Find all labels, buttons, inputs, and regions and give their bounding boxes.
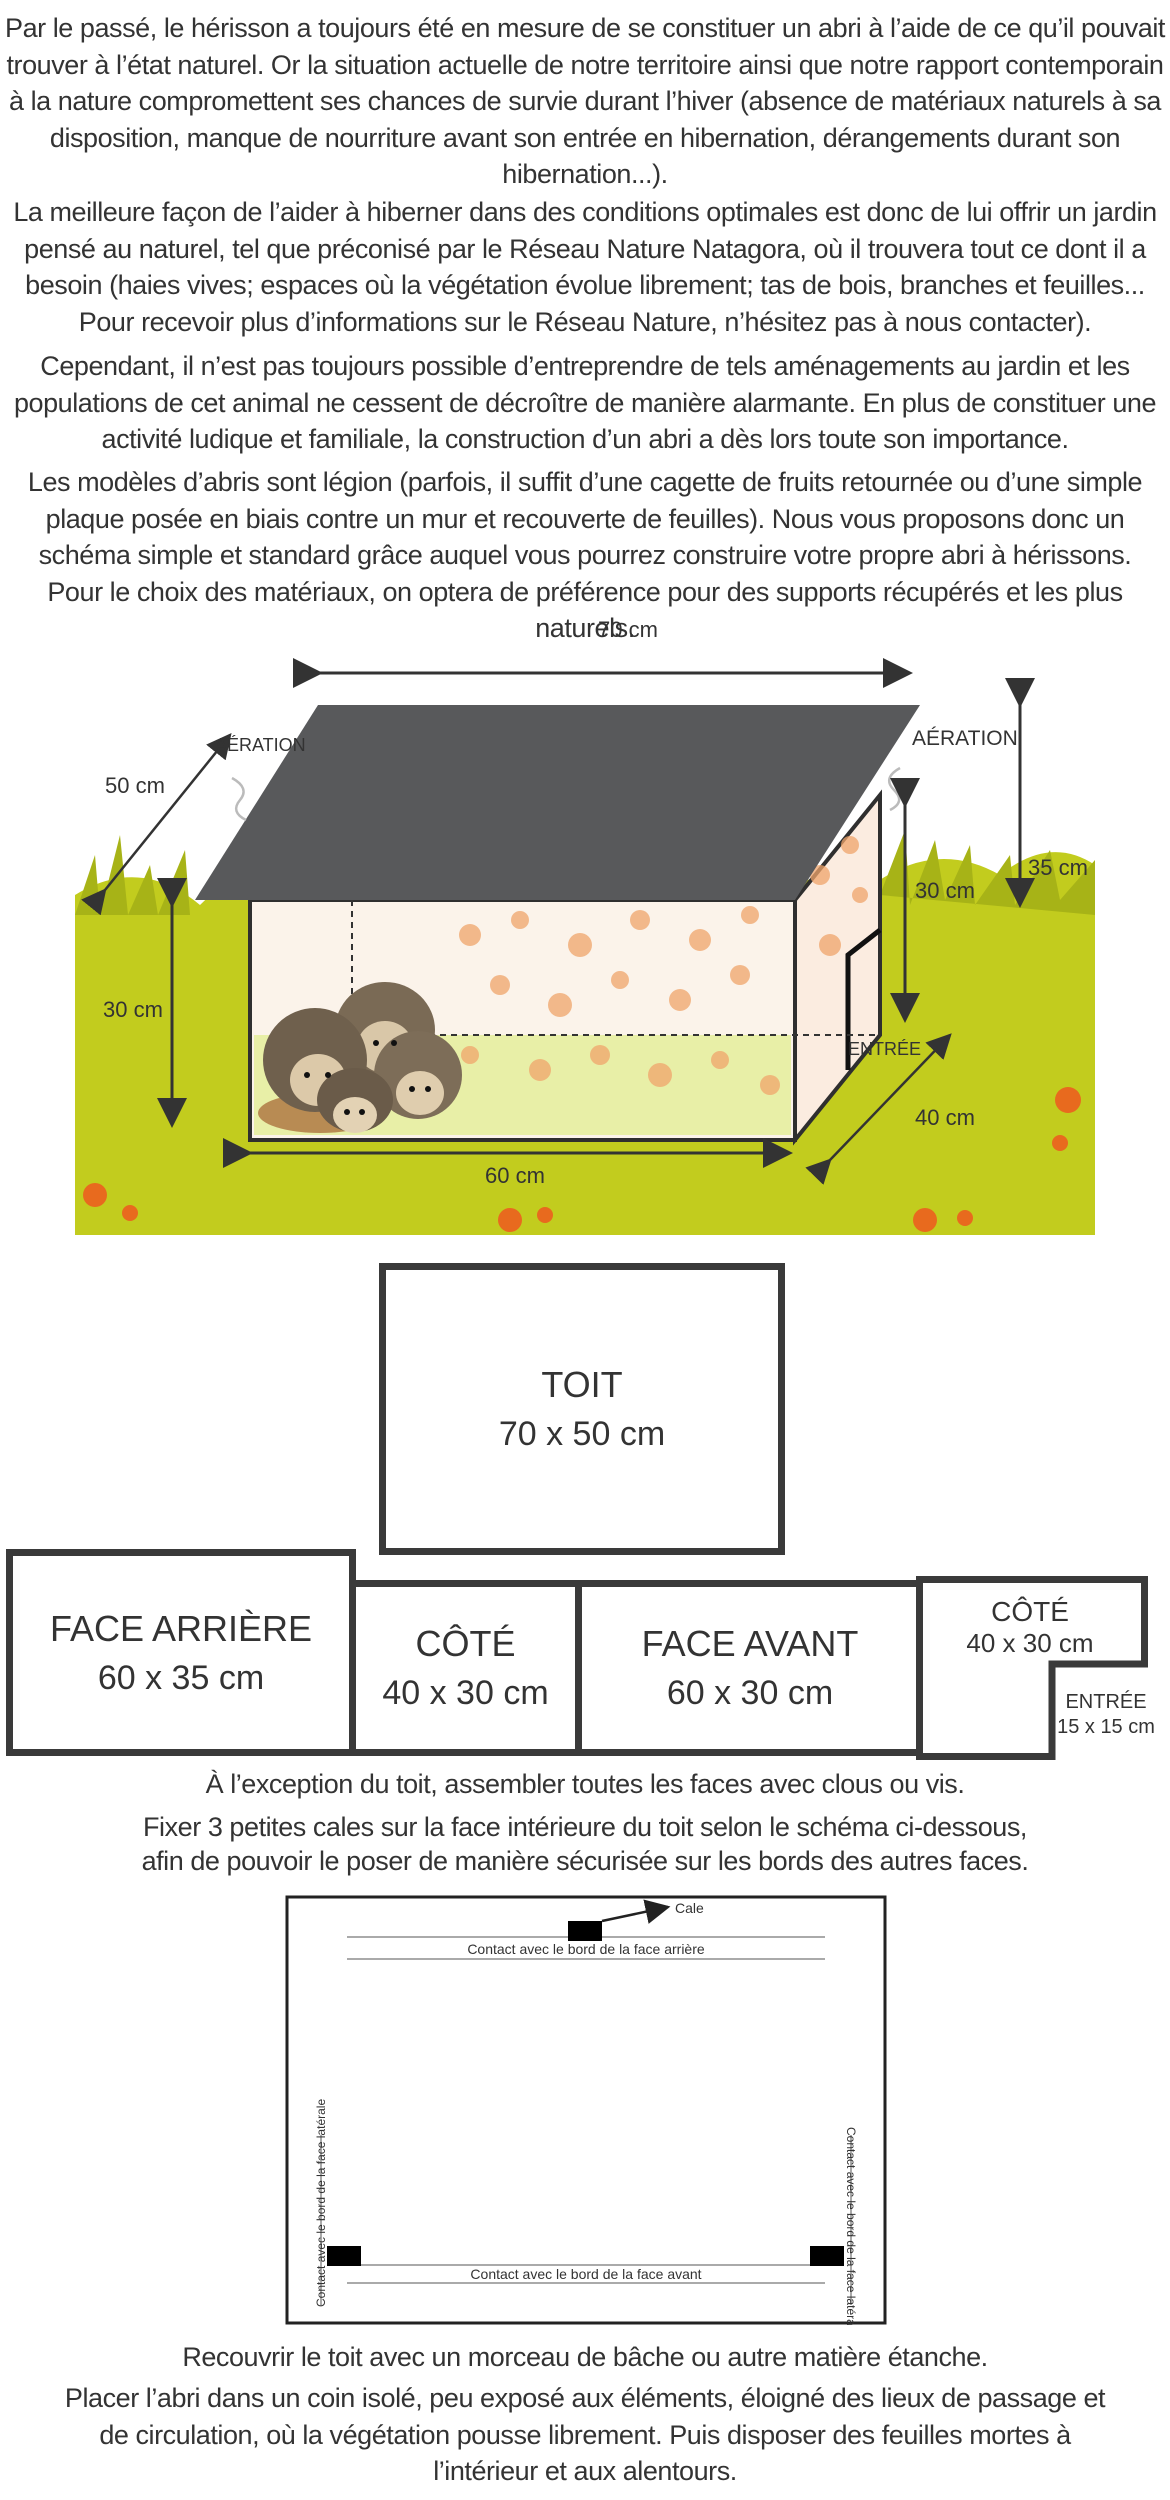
arrow-depth-roof	[81, 733, 232, 916]
label-contact-back: Contact avec le bord de la face arrière	[467, 1941, 705, 1957]
entrance-opening	[845, 928, 882, 1070]
piece-roof: TOIT 70 x 50 cm	[379, 1263, 785, 1555]
label-height-front-right: 30 cm	[915, 878, 975, 903]
label-height-right: 35 cm	[1028, 855, 1088, 880]
instruction-cales-line-1: Fixer 3 petites cales sur la face intéri…	[143, 1812, 1027, 1842]
cale-front-left	[327, 2246, 361, 2266]
piece-side-1: CÔTÉ 40 x 30 cm	[349, 1580, 582, 1756]
piece-roof-name: TOIT	[541, 1364, 623, 1405]
intro-paragraph-3: Cependant, il n’est pas toujours possibl…	[13, 351, 1157, 454]
label-aeration-left: AÉRATION	[215, 735, 306, 755]
piece-side-2-dim: 40 x 30 cm	[966, 1628, 1094, 1658]
intro-paragraph-1: Par le passé, le hérisson a toujours été…	[5, 13, 1165, 189]
label-aeration-right: AÉRATION	[912, 727, 1018, 750]
piece-entree-dim: 15 x 15 cm	[1057, 1716, 1155, 1738]
grass-blades-right	[880, 830, 1095, 915]
piece-front-name: FACE AVANT	[641, 1623, 859, 1664]
cale-back	[568, 1921, 602, 1941]
label-cale: Cale	[675, 1900, 704, 1916]
outro-cover-roof: Recouvrir le toit avec un morceau de bâc…	[182, 2342, 988, 2372]
leaf-decorations	[459, 836, 868, 1095]
piece-back-dim: 60 x 35 cm	[97, 1658, 265, 1697]
label-contact-side-left: Contact avec le bord de la face latérale	[314, 2099, 328, 2307]
label-width-top: 70 cm	[598, 617, 658, 642]
piece-side-2	[916, 1576, 1148, 1760]
label-entree: ENTRÉE	[848, 1039, 921, 1059]
piece-side-1-name: CÔTÉ	[415, 1623, 516, 1664]
piece-front-dim: 60 x 30 cm	[666, 1674, 834, 1712]
house-roof	[195, 705, 920, 900]
intro-paragraph-2: La meilleure façon de l’aider à hiberner…	[13, 197, 1157, 337]
hedgehogs-illustration	[258, 982, 462, 1133]
piece-back: FACE ARRIÈRE 60 x 35 cm	[6, 1549, 356, 1756]
cale-pointer-arrow	[601, 1899, 671, 1924]
label-contact-front: Contact avec le bord de la face avant	[470, 2266, 701, 2282]
outro-placement: Placer l’abri dans un coin isolé, peu ex…	[64, 2383, 1106, 2486]
hedgehog-house-diagram: 70 cm AÉRATION AÉRATION 50 cm 35 cm 30 c…	[75, 617, 1095, 1235]
label-depth-bottom: 40 cm	[915, 1105, 975, 1130]
label-height-left: 30 cm	[103, 997, 163, 1022]
cale-front-right	[810, 2246, 844, 2266]
intro-paragraph-4: Les modèles d’abris sont légion (parfois…	[27, 467, 1143, 643]
piece-back-name: FACE ARRIÈRE	[49, 1607, 313, 1649]
piece-entree-name: ENTRÉE	[1065, 1691, 1147, 1713]
aeration-swirl-right	[887, 766, 901, 812]
arrow-depth-bottom	[805, 1033, 952, 1185]
piece-front: FACE AVANT 60 x 30 cm	[575, 1580, 925, 1756]
aeration-swirl-left	[231, 776, 247, 822]
piece-roof-dim: 70 x 50 cm	[498, 1415, 666, 1453]
roof-cales-diagram: Cale Contact avec le bord de la face arr…	[285, 1895, 887, 2325]
roof-outline	[285, 1895, 887, 2325]
label-width-bottom: 60 cm	[485, 1163, 545, 1188]
piece-side-2-name: CÔTÉ	[991, 1596, 1069, 1627]
label-contact-side-right: Contact avec le bord de la face latérale	[844, 2127, 858, 2325]
label-depth-roof: 50 cm	[105, 773, 165, 798]
instruction-assemble: À l’exception du toit, assembler toutes …	[205, 1769, 965, 1799]
instruction-cales-line-2: afin de pouvoir le poser de manière sécu…	[141, 1846, 1029, 1876]
ground-leaves	[83, 1087, 1081, 1232]
piece-side-1-dim: 40 x 30 cm	[382, 1674, 549, 1712]
